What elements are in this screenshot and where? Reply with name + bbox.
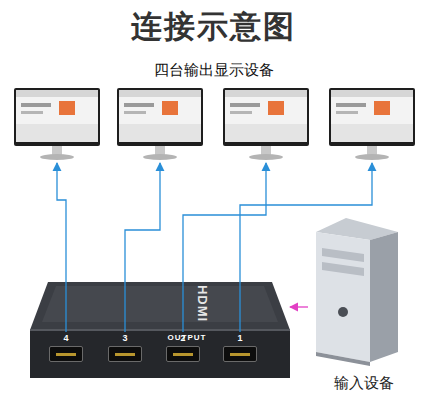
monitor	[14, 88, 100, 160]
signal-connector	[125, 163, 160, 332]
hdmi-port	[49, 346, 83, 362]
screen-strip	[225, 124, 307, 142]
node-label: 四台输出显示设备	[10, 60, 417, 79]
port-number: 3	[105, 332, 145, 345]
screen-bar	[331, 90, 413, 97]
monitor-bezel	[223, 88, 309, 146]
monitor-base	[249, 154, 283, 160]
brand-label: HDMI	[195, 285, 210, 322]
port-number: 1	[220, 332, 260, 345]
screen-line	[336, 103, 366, 107]
splitter-edge	[30, 329, 290, 331]
signal-connector	[183, 163, 266, 332]
splitter-top-panel	[42, 286, 278, 322]
port-pins	[173, 353, 193, 356]
drive-bay	[322, 248, 364, 262]
signal-connector	[57, 163, 66, 332]
port-pins	[115, 353, 135, 356]
screen-image	[59, 101, 75, 115]
tower-front	[316, 232, 370, 362]
monitor-neck	[367, 146, 377, 155]
output-port: 4	[46, 332, 86, 366]
monitor-base	[143, 154, 177, 160]
monitor-bezel	[329, 88, 415, 146]
screen-bar	[225, 90, 307, 97]
input-computer: 输入设备	[308, 215, 420, 397]
screen-image	[162, 101, 178, 115]
screen-line	[230, 111, 252, 114]
output-port: 1	[220, 332, 260, 366]
monitor-screen	[225, 90, 307, 142]
port-pins	[230, 353, 250, 356]
monitor-bezel	[14, 88, 100, 146]
monitor-neck	[52, 146, 62, 155]
screen-strip	[331, 124, 413, 142]
node-label: 输入设备	[308, 373, 420, 392]
screen-line	[124, 103, 154, 107]
hdmi-port	[108, 346, 142, 362]
port-number: 2	[163, 332, 203, 345]
port-pins	[56, 353, 76, 356]
screen-line	[230, 103, 260, 107]
tower-foot	[316, 352, 370, 366]
screen-image	[374, 101, 390, 115]
screen-line	[21, 111, 43, 114]
hdmi-port	[223, 346, 257, 362]
monitor	[329, 88, 415, 160]
monitor-screen	[16, 90, 98, 142]
screen-strip	[119, 124, 201, 142]
monitor-screen	[119, 90, 201, 142]
monitor-screen	[331, 90, 413, 142]
screen-image	[268, 101, 284, 115]
splitter-front-face	[30, 330, 290, 378]
hdmi-splitter: OUTPUT 4 3 2 1	[30, 282, 290, 378]
signal-connector	[240, 163, 372, 332]
screen-line	[124, 111, 146, 114]
monitor-base	[355, 154, 389, 160]
power-button	[338, 307, 348, 317]
monitor-bezel	[117, 88, 203, 146]
monitor	[223, 88, 309, 160]
screen-bar	[16, 90, 98, 97]
signal-connector	[290, 306, 308, 307]
splitter-top-face	[30, 282, 290, 330]
display-group: 四台输出显示设备	[10, 60, 417, 163]
output-port: 3	[105, 332, 145, 366]
monitor	[117, 88, 203, 160]
output-port: 2	[163, 332, 203, 366]
monitor-neck	[261, 146, 271, 155]
screen-line	[336, 111, 358, 114]
diagram-title: 连接示意图	[0, 6, 427, 46]
port-number: 4	[46, 332, 86, 345]
screen-strip	[16, 124, 98, 142]
node-label: OUTPUT	[137, 332, 237, 344]
monitor-neck	[155, 146, 165, 155]
screen-bar	[119, 90, 201, 97]
drive-bay	[322, 262, 364, 276]
tower-side	[370, 232, 398, 362]
hdmi-port	[166, 346, 200, 362]
monitor-base	[40, 154, 74, 160]
screen-line	[21, 103, 51, 107]
